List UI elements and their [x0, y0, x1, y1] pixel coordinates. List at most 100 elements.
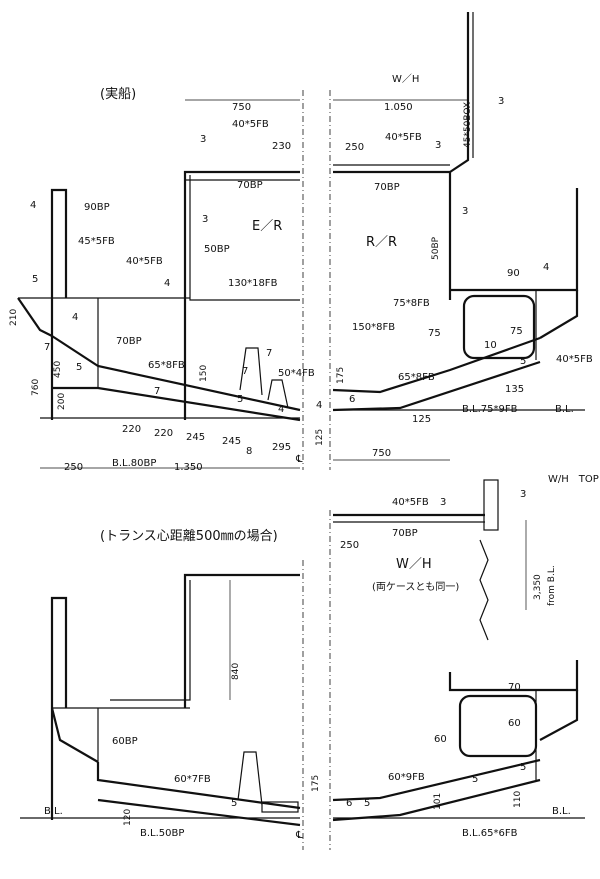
lower-label-250: 250 — [340, 540, 359, 551]
label-fb50: 50*4FB — [278, 368, 315, 379]
label-3-rr: 3 — [462, 206, 468, 217]
wing-bulkhead-left — [50, 188, 68, 420]
box-beam — [462, 294, 536, 360]
wh-trunk-lower — [483, 479, 499, 531]
label-3-er: 3 — [202, 214, 208, 225]
label-bl80: B.L.80BP — [112, 458, 156, 469]
label-750-top: 750 — [232, 102, 251, 113]
lower-bottom-top-right — [332, 758, 541, 802]
label-fb75: 75*8FB — [393, 298, 430, 309]
label-70bp-right: 70BP — [374, 182, 400, 193]
lower-label-from-bl: from B.L. — [547, 565, 557, 606]
label-5: 5 — [32, 274, 38, 285]
label-8: 8 — [246, 446, 252, 457]
label-7-b: 7 — [266, 348, 272, 359]
label-295: 295 — [272, 442, 291, 453]
label-fb40-mid: 40*5FB — [126, 256, 163, 267]
lower-er-inner — [110, 580, 191, 701]
lower-label-bl65: B.L.65*6FB — [462, 828, 518, 839]
label-fb65-right: 65*8FB — [398, 372, 435, 383]
bottom-plate-right — [332, 360, 541, 412]
label-150: 150 — [199, 365, 209, 382]
label-7-a: 7 — [44, 342, 50, 353]
label-3-b: 3 — [435, 140, 441, 151]
label-5-left: 5 — [76, 362, 82, 373]
label-135: 135 — [505, 384, 524, 395]
label-5-right: 5 — [520, 356, 526, 367]
label-wh-top: W/H TOP — [548, 474, 599, 485]
lower-label-wh: W／H — [396, 557, 432, 572]
lower-label-3350: 3,350 — [533, 574, 543, 600]
er-inner-line — [189, 175, 300, 301]
label-4-top: 4 — [30, 200, 36, 211]
lower-label-120: 120 — [123, 809, 133, 826]
lower-bottom-left — [97, 798, 301, 827]
label-250-bottom: 250 — [64, 462, 83, 473]
label-7-low: 7 — [154, 386, 160, 397]
label-5-mid: 5 — [237, 394, 243, 405]
label-175: 175 — [336, 367, 346, 384]
lower-label-5-b: 5 — [364, 798, 370, 809]
label-fb40-right: 40*5FB — [385, 132, 422, 143]
lower-label-3-a: 3 — [440, 497, 446, 508]
lower-label-bl50: B.L.50BP — [140, 828, 184, 839]
er-bulkhead — [183, 170, 300, 420]
label-wh: W／H — [392, 73, 419, 85]
label-rr: R／R — [366, 235, 397, 250]
lower-er-bulkhead — [183, 573, 300, 708]
label-200: 200 — [57, 393, 67, 410]
label-90bp: 90BP — [84, 202, 110, 213]
label-er: E／R — [252, 219, 282, 234]
label-450: 450 — [53, 361, 63, 378]
label-3-a: 3 — [200, 134, 206, 145]
lower-label-60bp: 60BP — [112, 736, 138, 747]
bottom-plate-top-right — [332, 336, 541, 394]
label-125-a: 125 — [315, 429, 325, 446]
label-fb65-left: 65*8FB — [148, 360, 185, 371]
label-245-b: 245 — [222, 436, 241, 447]
lower-label-5-d: 5 — [520, 762, 526, 773]
lower-wing-bulkhead-left — [50, 596, 68, 820]
label-bl-right: B.L.75*9FB — [462, 404, 518, 415]
label-70bp-left: 70BP — [237, 180, 263, 191]
lower-label-cl: ℄ — [295, 830, 303, 841]
label-fb45: 45*5FB — [78, 236, 115, 247]
lower-keel-left — [261, 801, 299, 813]
label-125-b: 125 — [412, 414, 431, 425]
label-210: 210 — [9, 309, 19, 326]
label-70bp-bottom: 70BP — [116, 336, 142, 347]
label-90: 90 — [507, 268, 520, 279]
label-50bp-left: 50BP — [204, 244, 230, 255]
wh-trunk — [449, 12, 470, 173]
label-cl-upper: ℄ — [295, 454, 303, 465]
label-75-a: 75 — [428, 328, 441, 339]
lower-label-70bp: 70BP — [392, 528, 418, 539]
label-box: 45*50BOX — [463, 102, 473, 148]
label-4-low: 4 — [278, 404, 284, 415]
lower-label-60-b: 60 — [508, 718, 521, 729]
lower-label-5-c: 5 — [472, 774, 478, 785]
label-10: 10 — [484, 340, 497, 351]
label-4-right: 4 — [543, 262, 549, 273]
label-fb130: 130*18FB — [228, 278, 278, 289]
lower-label-70: 70 — [508, 682, 521, 693]
label-220-a: 220 — [122, 424, 141, 435]
lower-label-note: (両ケースとも同一) — [372, 581, 459, 593]
bracket-left-2 — [267, 379, 289, 409]
lower-label-101: 101 — [433, 793, 443, 810]
label-245-a: 245 — [186, 432, 205, 443]
label-fb40-left: 40*5FB — [232, 119, 269, 130]
label-220-b: 220 — [154, 428, 173, 439]
lower-section: (トランス心距離500㎜の場合) W/H TOP 40*5FB 3 3 70BP… — [20, 474, 599, 850]
label-750-bottom: 750 — [372, 448, 391, 459]
label-1050: 1.050 — [384, 102, 413, 113]
label-3-right: 3 — [498, 96, 504, 107]
label-50bp-right: 50BP — [431, 236, 441, 260]
label-4-box: 4 — [72, 312, 78, 323]
label-250: 250 — [345, 142, 364, 153]
bilge-left — [17, 297, 53, 337]
label-230: 230 — [272, 141, 291, 152]
bracket-left — [239, 347, 263, 396]
lower-wing-deck-right — [448, 660, 579, 692]
